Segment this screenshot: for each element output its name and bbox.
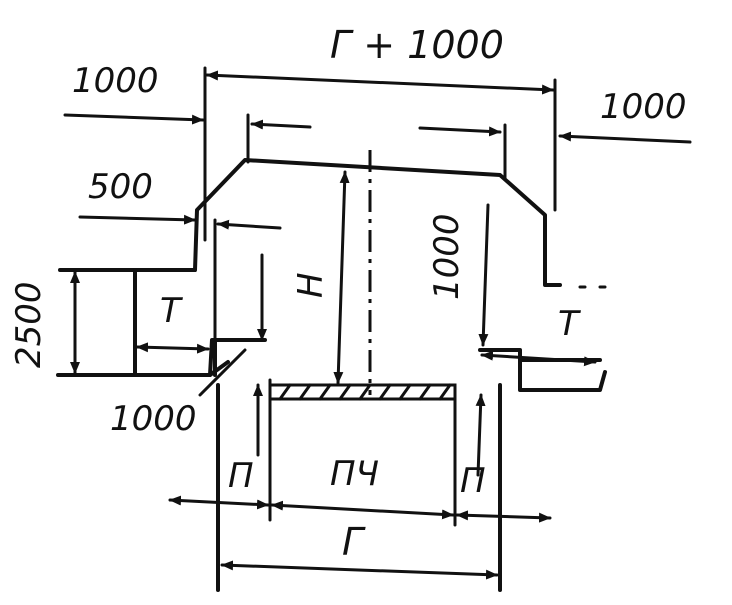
label-top-span: Г + 1000	[330, 23, 504, 67]
label-left-top: 1000	[72, 61, 159, 101]
bottom-P-left	[168, 495, 270, 510]
left-platform	[133, 268, 267, 377]
label-right-P: П	[460, 461, 486, 501]
right-top-arrow-1	[418, 126, 502, 137]
label-right-1000: 1000	[427, 213, 467, 300]
left-500-arrow-2	[216, 219, 282, 230]
bottom-P-right	[455, 510, 552, 523]
left-T-dim	[135, 342, 210, 354]
right-1000-dim-down	[478, 203, 490, 347]
floor-hatching	[278, 383, 452, 401]
right-1000-dim-up	[475, 393, 486, 477]
H-dim	[333, 170, 350, 385]
label-right-top: 1000	[600, 87, 687, 127]
leader-1000	[198, 348, 247, 397]
label-left-T: Т	[160, 291, 183, 331]
label-bottom-span: Г	[342, 520, 366, 564]
left-top-arrow-2	[250, 119, 312, 130]
label-left-500: 500	[88, 167, 153, 207]
label-bottom-left-1000: 1000	[110, 399, 197, 439]
bottom-span-dim	[220, 560, 499, 580]
label-H: Н	[291, 272, 331, 298]
left-top-arrow-1	[63, 113, 205, 125]
label-right-T: Т	[558, 304, 581, 344]
bottom-PCh	[270, 500, 455, 520]
left-500-arrow-1	[78, 214, 197, 225]
label-left-P: П	[228, 456, 254, 496]
label-center-PCh: ПЧ	[330, 454, 379, 494]
label-2500: 2500	[9, 281, 49, 368]
structure-outline-left	[58, 158, 562, 287]
hatched-floor	[268, 383, 457, 401]
right-T-dim	[480, 350, 597, 367]
top-span-dim	[205, 70, 555, 95]
right-top-arrow-2	[558, 131, 692, 144]
left-step-inner	[56, 338, 230, 377]
